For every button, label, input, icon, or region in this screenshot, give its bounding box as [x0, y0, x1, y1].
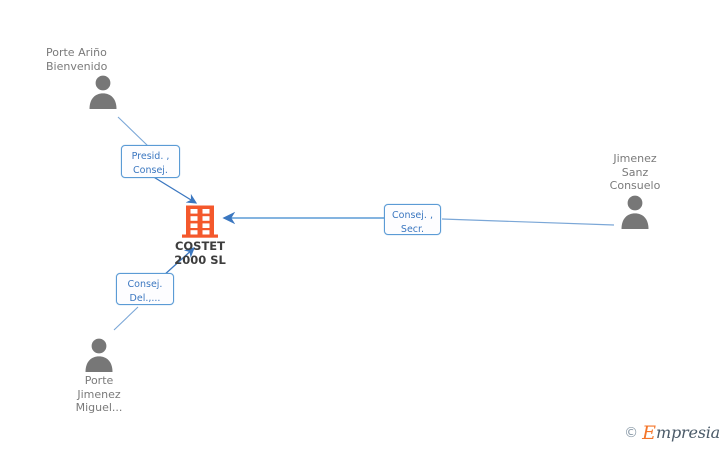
person-avatar-icon	[89, 75, 117, 109]
copyright-icon: ©	[624, 424, 639, 441]
person-node-porte-arino-bienvenido[interactable]: Porte Ariño Bienvenido	[38, 46, 168, 109]
person-avatar-icon	[621, 195, 649, 229]
edge-porte-jimenez-to-relation	[113, 306, 139, 331]
person-avatar-icon	[85, 338, 113, 372]
relation-label-consej-del[interactable]: Consej. Del.,...	[116, 273, 174, 305]
person-node-jimenez-sanz-consuelo[interactable]: Jimenez Sanz Consuelo	[570, 152, 700, 229]
relation-label-consej-secr[interactable]: Consej. , Secr.	[384, 204, 441, 235]
edge-jimenez-sanz-to-relation	[441, 218, 615, 226]
company-node-costet-2000-sl[interactable]: COSTET 2000 SL	[140, 204, 260, 267]
building-icon	[182, 205, 218, 238]
relation-label-presid-consej[interactable]: Presid. , Consej.	[121, 145, 180, 178]
empresia-watermark: © E mpresia	[624, 423, 720, 442]
person-label: Porte Jimenez Miguel...	[75, 374, 123, 414]
brand-initial: E	[642, 421, 656, 444]
edge-relation-del-to-company	[162, 247, 195, 277]
person-node-porte-jimenez-miguel[interactable]: Porte Jimenez Miguel...	[34, 336, 164, 415]
edge-porte-arino-to-relation	[117, 116, 149, 147]
company-label: COSTET 2000 SL	[174, 239, 226, 267]
edge-relation-presid-to-company	[151, 175, 198, 204]
brand-name: mpresia	[656, 423, 720, 442]
person-label: Jimenez Sanz Consuelo	[609, 152, 661, 192]
person-label: Porte Ariño Bienvenido	[46, 46, 108, 73]
